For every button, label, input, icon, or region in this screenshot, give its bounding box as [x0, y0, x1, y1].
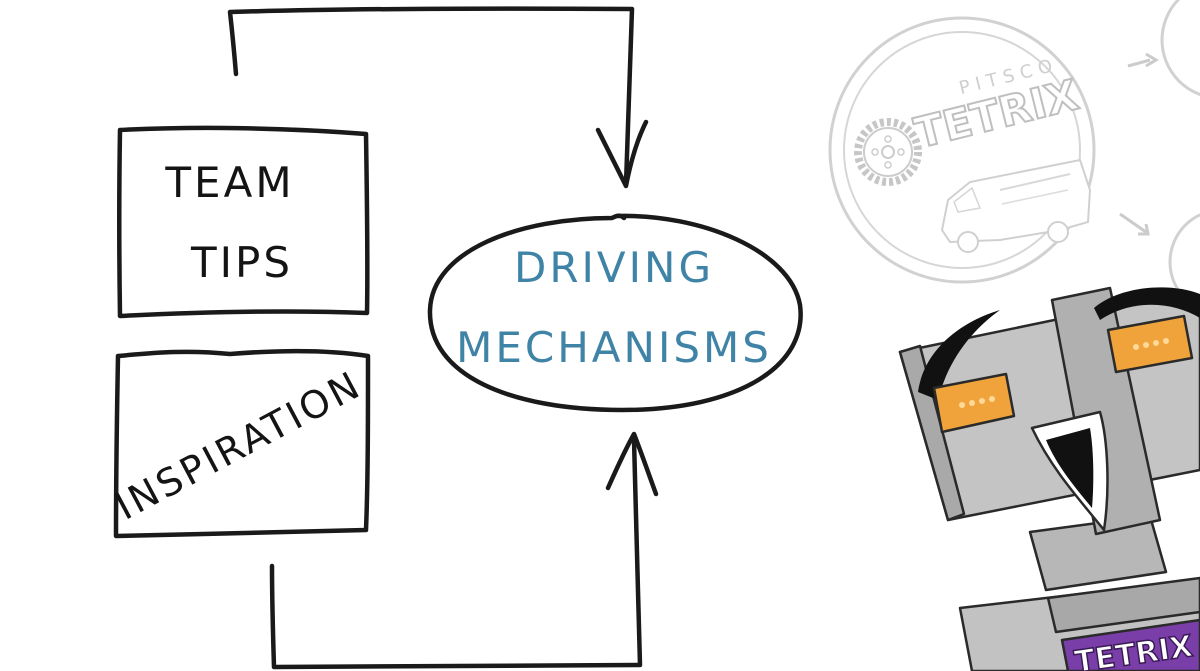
- robot-mouth: [1030, 410, 1109, 532]
- arrow-top-connector: [227, 6, 649, 189]
- driving-mechanisms-ellipse: DRIVING MECHANISMS: [427, 213, 803, 413]
- van-icon: [940, 158, 1092, 253]
- inspiration-box: INSPIRATION: [108, 348, 371, 539]
- mechanisms-label: MECHANISMS: [456, 323, 772, 372]
- robot-mascot-icon: TETRIX: [898, 286, 1200, 671]
- gear-icon: [854, 118, 922, 186]
- team-tips-line1: TEAM: [164, 158, 294, 207]
- tetrix-logo-circle: PITSCO TETRIX: [828, 0, 1200, 311]
- team-tips-box: TEAM TIPS: [117, 125, 370, 319]
- robot-eye-right: [1106, 314, 1194, 374]
- arrow-bottom-connector: [269, 431, 659, 670]
- team-tips-line2: TIPS: [190, 238, 293, 287]
- driving-label: DRIVING: [514, 243, 714, 292]
- inspiration-label: INSPIRATION: [108, 362, 368, 528]
- robot-eye-left: [932, 372, 1016, 434]
